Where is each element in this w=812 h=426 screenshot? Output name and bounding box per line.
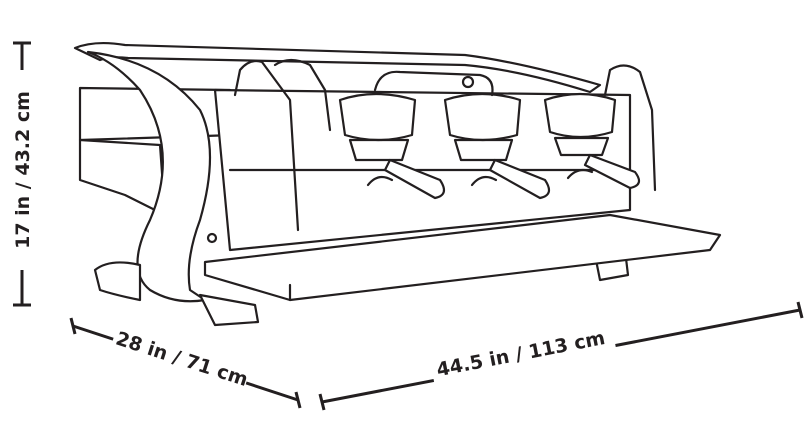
height-label: 17 in / 43.2 cm [12,91,34,249]
group-head-1 [338,92,446,200]
espresso-machine-drawing [73,41,722,327]
group-head-3 [543,92,641,190]
height-dimension: 17 in / 43.2 cm [10,41,34,307]
depth-dimension: 28 in / 71 cm [69,305,302,409]
group-head-2 [443,92,551,200]
width-dimension: 44.5 in / 113 cm [318,301,804,411]
